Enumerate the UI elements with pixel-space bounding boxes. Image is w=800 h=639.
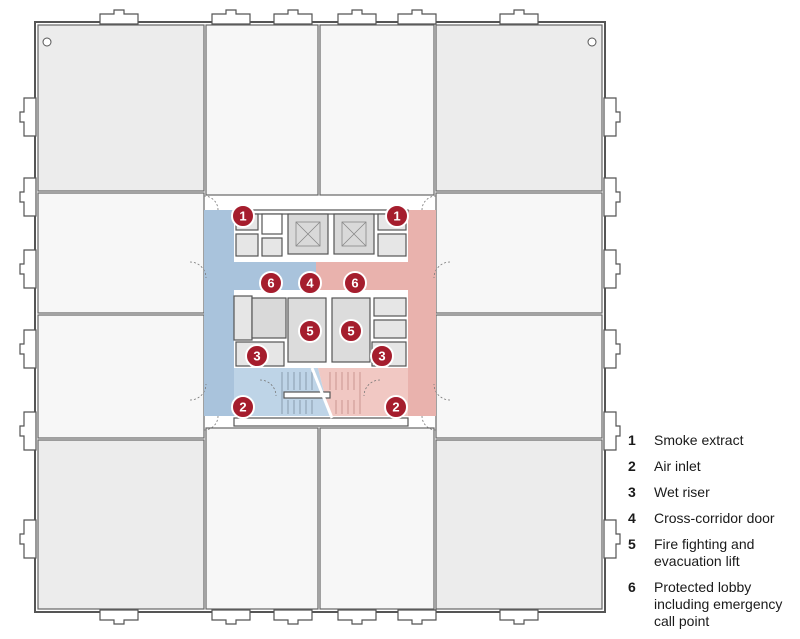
floor-plan: 1 1 6 4 6 5 5 3 3 2 2 bbox=[19, 9, 621, 625]
red-zone bbox=[316, 210, 436, 416]
marker-circle bbox=[339, 319, 363, 343]
corner-columns bbox=[42, 37, 597, 47]
legend-item: 4 Cross-corridor door bbox=[628, 510, 796, 527]
marker-label: 4 bbox=[306, 276, 314, 291]
apartment-nw bbox=[37, 24, 205, 192]
marker-1: 1 bbox=[385, 204, 409, 228]
apartment-ne bbox=[435, 24, 603, 192]
marker-label: 1 bbox=[393, 209, 400, 224]
marker-3: 3 bbox=[370, 344, 394, 368]
marker-4: 4 bbox=[298, 271, 322, 295]
marker-circle bbox=[259, 271, 283, 295]
marker-label: 2 bbox=[239, 400, 246, 415]
stair-divider bbox=[310, 367, 334, 419]
marker-circle bbox=[298, 319, 322, 343]
apartment-e2 bbox=[435, 314, 603, 439]
marker-2: 2 bbox=[384, 395, 408, 419]
marker-label: 5 bbox=[347, 324, 354, 339]
marker-circle bbox=[343, 271, 367, 295]
legend-label: Cross-corridor door bbox=[654, 510, 775, 526]
marker-circle bbox=[370, 344, 394, 368]
marker-1: 1 bbox=[231, 204, 255, 228]
marker-label: 3 bbox=[378, 349, 385, 364]
stair-treads bbox=[281, 372, 313, 414]
marker-5: 5 bbox=[339, 319, 363, 343]
marker-circle bbox=[385, 204, 409, 228]
legend-label: Smoke extract bbox=[654, 432, 744, 448]
marker-circle bbox=[231, 204, 255, 228]
legend-number: 6 bbox=[628, 579, 636, 595]
marker-label: 1 bbox=[239, 209, 246, 224]
legend-number: 5 bbox=[628, 536, 636, 552]
apartment-n1 bbox=[205, 24, 319, 196]
apartment-n2 bbox=[319, 24, 435, 196]
marker-circle bbox=[298, 271, 322, 295]
apartment-w1 bbox=[37, 192, 205, 314]
marker-6: 6 bbox=[343, 271, 367, 295]
legend-label: Fire fighting and evacuation lift bbox=[654, 536, 755, 569]
apartment-s1 bbox=[205, 427, 319, 610]
legend-number: 2 bbox=[628, 458, 636, 474]
marker-label: 6 bbox=[351, 276, 358, 291]
door-swings bbox=[189, 195, 451, 431]
apartment-s2 bbox=[319, 427, 435, 610]
marker-label: 5 bbox=[306, 324, 313, 339]
marker-6: 6 bbox=[259, 271, 283, 295]
legend-number: 4 bbox=[628, 510, 636, 526]
lift-shafts bbox=[295, 221, 367, 247]
legend-label: Air inlet bbox=[654, 458, 701, 474]
stair-treads-red bbox=[329, 372, 361, 414]
facade-piers bbox=[19, 9, 621, 625]
legend-item: 2 Air inlet bbox=[628, 458, 796, 475]
legend-label: Protected lobby including emergency call… bbox=[654, 579, 783, 629]
legend-item: 5 Fire fighting and evacuation lift bbox=[628, 536, 796, 570]
marker-3: 3 bbox=[245, 344, 269, 368]
apartment-sw bbox=[37, 439, 205, 610]
apartment-se bbox=[435, 439, 603, 610]
marker-2: 2 bbox=[231, 395, 255, 419]
legend-item: 6 Protected lobby including emergency cal… bbox=[628, 579, 796, 630]
legend-number: 3 bbox=[628, 484, 636, 500]
marker-circle bbox=[231, 395, 255, 419]
marker-label: 2 bbox=[392, 400, 399, 415]
legend-item: 3 Wet riser bbox=[628, 484, 796, 501]
blue-zone bbox=[204, 210, 316, 416]
apartment-w2 bbox=[37, 314, 205, 439]
marker-circle bbox=[245, 344, 269, 368]
marker-label: 6 bbox=[267, 276, 274, 291]
legend-label: Wet riser bbox=[654, 484, 710, 500]
legend-item: 1 Smoke extract bbox=[628, 432, 796, 449]
marker-5: 5 bbox=[298, 319, 322, 343]
legend-number: 1 bbox=[628, 432, 636, 448]
marker-label: 3 bbox=[253, 349, 260, 364]
apartment-e1 bbox=[435, 192, 603, 314]
legend: 1 Smoke extract 2 Air inlet 3 Wet riser 4 Cross… bbox=[628, 432, 796, 639]
markers: 1 1 6 4 6 5 5 3 3 2 2 bbox=[231, 204, 409, 419]
marker-circle bbox=[384, 395, 408, 419]
